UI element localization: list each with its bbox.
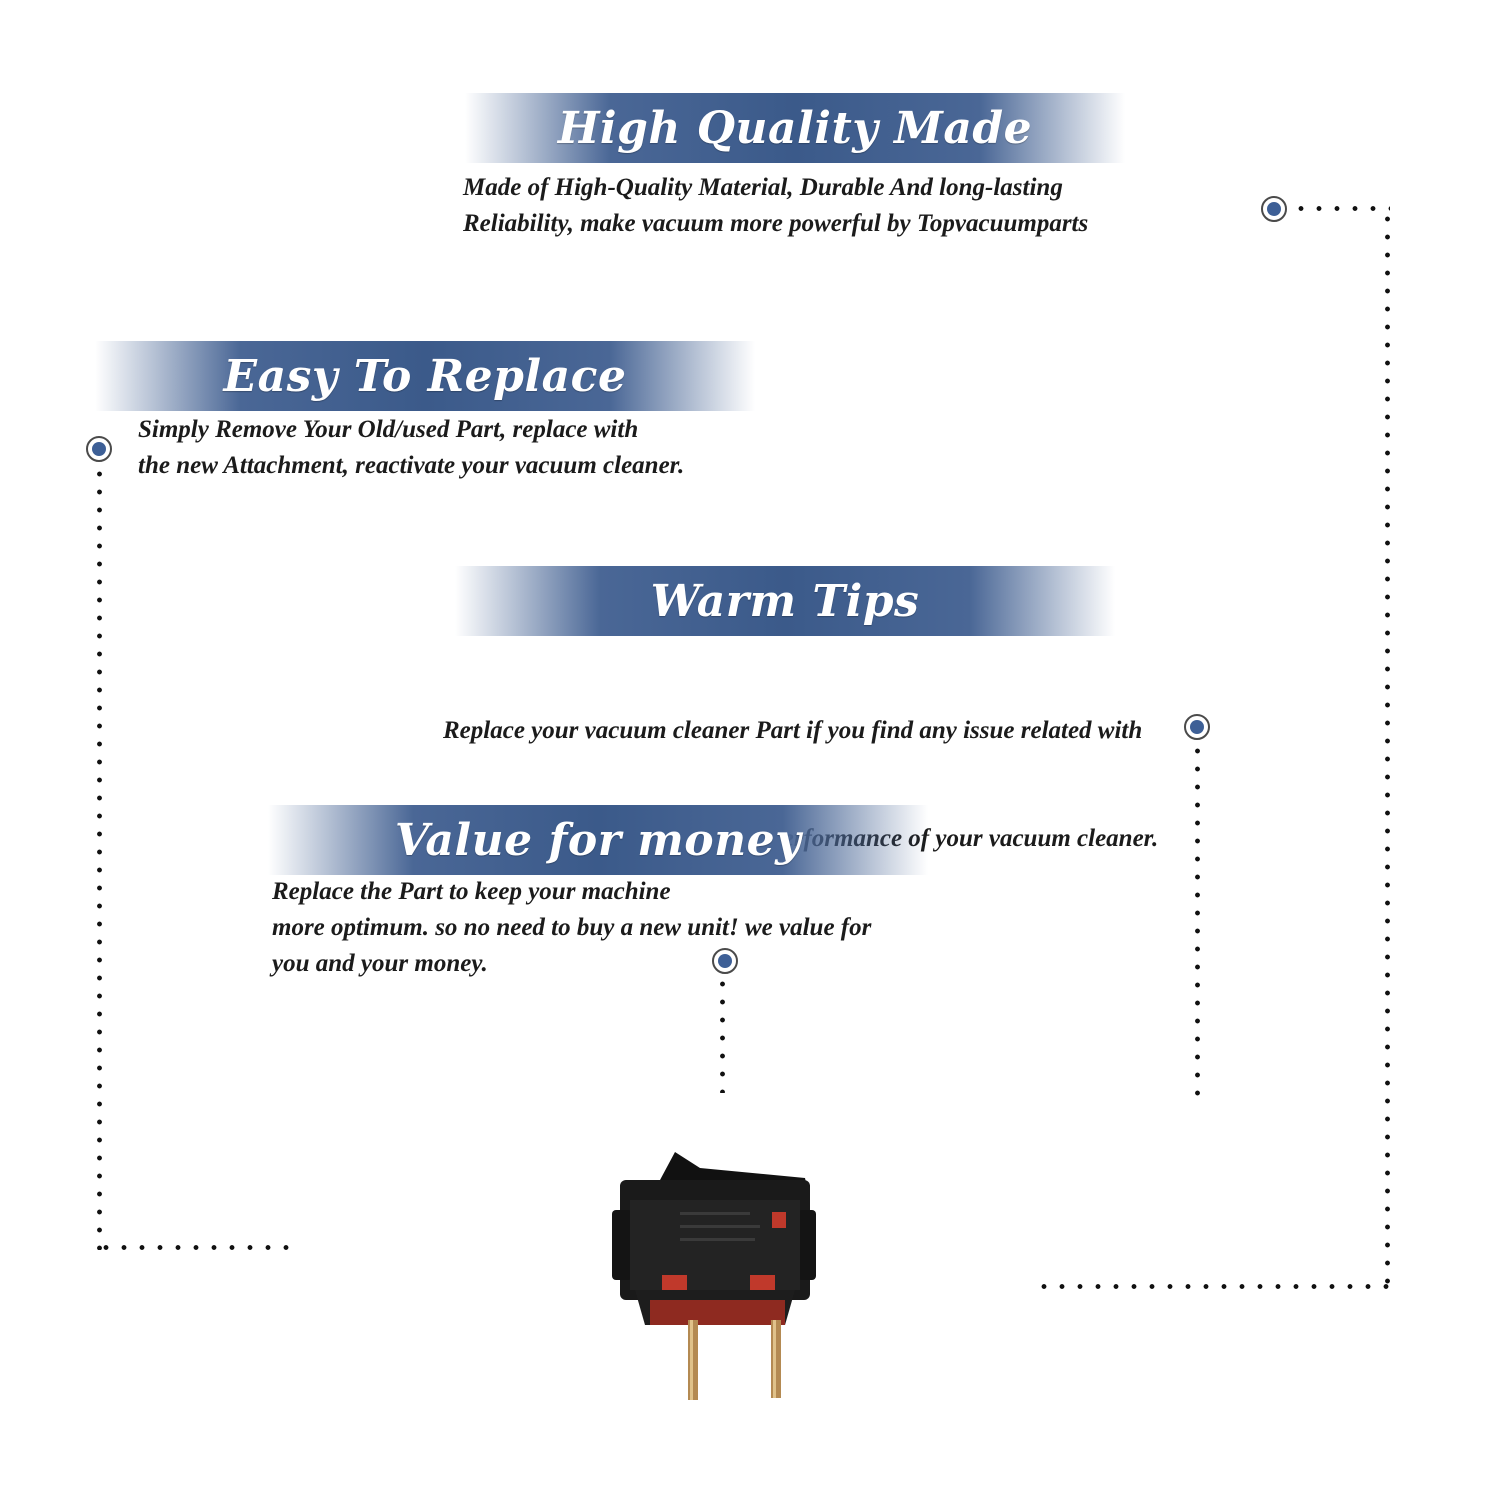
description-line: Reliability, make vacuum more powerful b… xyxy=(463,210,1089,237)
marker-dot-icon xyxy=(1184,714,1210,740)
connector-line xyxy=(1195,742,1200,1108)
connector-line xyxy=(1385,210,1390,1290)
description-line: Replace the Part to keep your machine xyxy=(272,878,671,905)
marker-dot-icon xyxy=(1261,196,1287,222)
section-title: High Quality Made xyxy=(557,102,1033,154)
section-description: Replace the Part to keep your machine mo… xyxy=(272,874,871,982)
connector-line xyxy=(720,975,725,1093)
description-line: Replace your vacuum cleaner Part if you … xyxy=(443,717,1143,744)
section-description: Simply Remove Your Old/used Part, replac… xyxy=(138,412,684,484)
connector-line xyxy=(1035,1284,1390,1289)
description-line: Simply Remove Your Old/used Part, replac… xyxy=(138,416,639,443)
marker-dot-icon xyxy=(712,948,738,974)
rocker-switch-icon xyxy=(612,1152,816,1400)
description-line: more optimum. so no need to buy a new un… xyxy=(272,914,872,941)
connector-line xyxy=(97,1245,299,1250)
section-title: Warm Tips xyxy=(650,575,920,627)
section-title: Value for money xyxy=(394,814,802,866)
banner-value-for-money: Value for money xyxy=(268,805,928,875)
banner-warm-tips: Warm Tips xyxy=(455,566,1115,636)
connector-line xyxy=(97,465,102,1250)
description-line: Made of High-Quality Material, Durable A… xyxy=(463,174,1063,201)
connector-line xyxy=(1292,206,1390,211)
description-line: the new Attachment, reactivate your vacu… xyxy=(138,452,685,479)
section-description: Made of High-Quality Material, Durable A… xyxy=(463,170,1088,242)
banner-easy-replace: Easy To Replace xyxy=(95,341,755,411)
description-line: you and your money. xyxy=(272,950,488,977)
section-title: Easy To Replace xyxy=(223,350,627,402)
banner-high-quality: High Quality Made xyxy=(465,93,1125,163)
marker-dot-icon xyxy=(86,436,112,462)
